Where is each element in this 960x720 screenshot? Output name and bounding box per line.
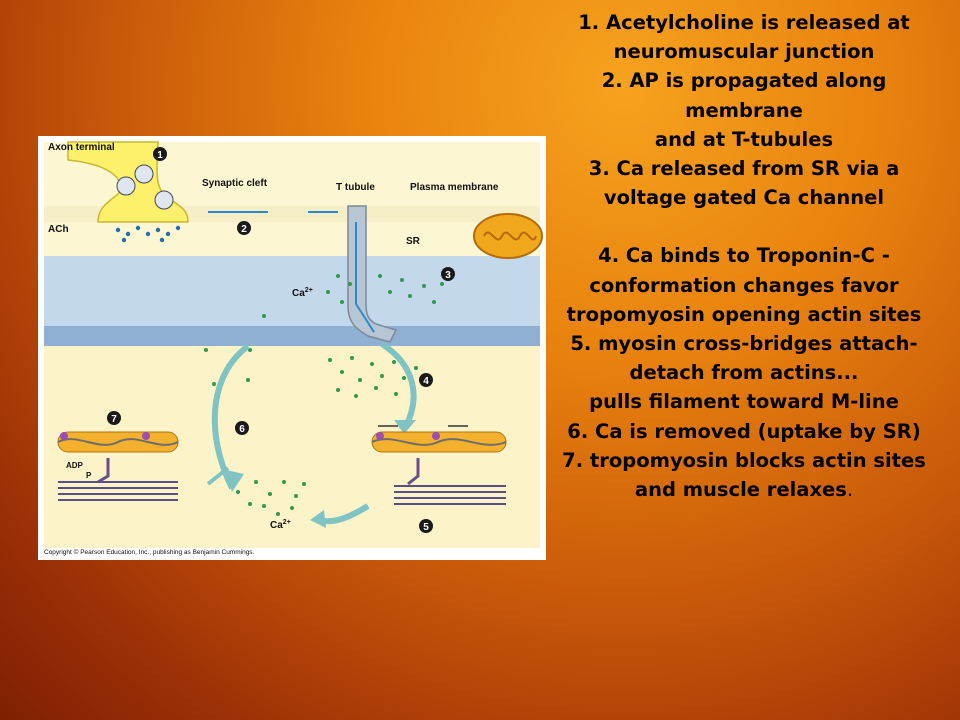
step-marker-3: 3 — [441, 267, 455, 281]
step-text-5: 5. myosin cross-bridges attach- — [570, 332, 918, 356]
label-plasma-membrane: Plasma membrane — [410, 182, 499, 193]
ap-arrow-t-tubule — [355, 222, 375, 333]
sarcoplasmic-reticulum-band — [44, 256, 540, 332]
t-tubule-shape — [347, 205, 398, 343]
step-text-7-cont: and muscle relaxes. — [548, 475, 940, 504]
synaptic-vesicle — [116, 176, 136, 196]
label-ach: ACh — [48, 224, 69, 235]
step-text-5-cont2: pulls filament toward M-line — [589, 390, 899, 414]
step-marker-4: 4 — [419, 373, 433, 387]
calcium-ions-release — [204, 274, 444, 398]
step-marker-5: 5 — [419, 519, 433, 533]
step-text-4: 4. Ca binds to Troponin-C - — [598, 244, 890, 268]
step-text-3-cont: voltage gated Ca channel — [603, 186, 885, 210]
step-text-1: 1. Acetylcholine is released at — [578, 11, 910, 34]
label-t-tubule: T tubule — [336, 182, 375, 193]
step-text-4-cont: conformation changes favor — [589, 273, 899, 297]
label-axon-terminal: Axon terminal — [48, 142, 115, 153]
label-calcium-bottom: Ca2+ — [270, 519, 291, 531]
step-text-2: 2. AP is propagated along membrane — [601, 69, 887, 122]
steps-text-panel: 1. Acetylcholine is released at neuromus… — [548, 8, 940, 504]
label-calcium-top: Ca2+ — [292, 287, 313, 299]
svg-text:7: 7 — [111, 414, 117, 425]
sr-membrane — [44, 326, 540, 346]
label-p: P — [86, 471, 92, 480]
synaptic-vesicle — [154, 190, 174, 210]
step-text-3: 3. Ca released from SR via a — [588, 157, 900, 181]
step-text-6: 6. Ca is removed (uptake by SR) — [567, 419, 921, 443]
calcium-ions-uptake — [236, 480, 306, 516]
step-marker-2: 2 — [237, 221, 251, 235]
step-text-7-last: and muscle relaxes — [634, 478, 847, 502]
svg-text:3: 3 — [445, 270, 451, 281]
step-marker-7: 7 — [107, 411, 121, 425]
step-text-4-cont2: tropomyosin opening actin sites — [566, 302, 922, 326]
filament-relaxed — [57, 431, 179, 501]
ach-molecules — [115, 225, 181, 243]
calcium-return-arrowhead — [226, 470, 244, 492]
calcium-uptake-arrowhead — [310, 510, 326, 528]
calcium-release-arrow — [380, 341, 417, 428]
label-sr: SR — [406, 236, 421, 247]
svg-text:2: 2 — [241, 224, 247, 235]
svg-text:5: 5 — [423, 522, 429, 533]
calcium-release-arrowhead — [394, 420, 416, 434]
step-marker-6: 6 — [235, 421, 249, 435]
label-adp: ADP — [66, 461, 84, 470]
label-synaptic-cleft: Synaptic cleft — [202, 178, 268, 189]
svg-text:6: 6 — [239, 424, 245, 435]
diagram-canvas: 1 2 3 4 5 6 7 Axon terminal Synaptic cle… — [44, 141, 543, 556]
muscle-contraction-diagram: 1 2 3 4 5 6 7 Axon terminal Synaptic cle… — [38, 136, 546, 560]
mitochondrion — [473, 213, 543, 259]
step-marker-1: 1 — [153, 147, 167, 161]
relax-arrow — [206, 466, 230, 486]
synaptic-vesicle — [134, 164, 154, 184]
svg-text:4: 4 — [423, 376, 429, 387]
step-text-7: 7. tropomyosin blocks actin sites — [562, 448, 926, 472]
step-text-2-cont: and at T-tubules — [654, 127, 834, 151]
step-text-5-cont: detach from actins... — [629, 361, 859, 385]
step-text-1-cont: neuromuscular junction — [613, 40, 875, 64]
filament-contracting — [371, 425, 507, 505]
copyright-text: Copyright © Pearson Education, Inc., pub… — [44, 548, 255, 556]
step-text-period: . — [846, 478, 854, 502]
svg-text:1: 1 — [157, 150, 163, 161]
mitochondrion-cristae — [483, 231, 537, 241]
